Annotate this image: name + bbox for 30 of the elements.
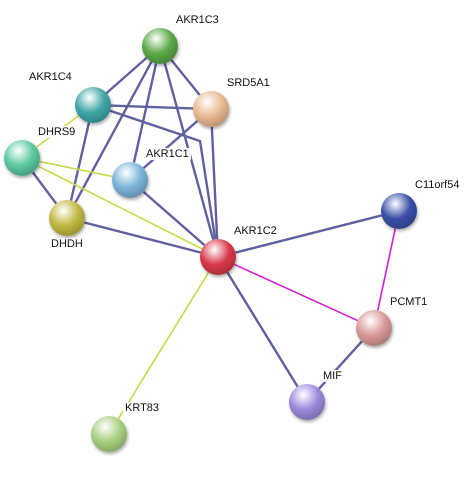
interaction-line xyxy=(32,172,58,204)
interaction-line xyxy=(164,63,214,240)
protein-label: DHRS9 xyxy=(36,126,78,138)
protein-label: AKR1C4 xyxy=(27,71,74,83)
protein-label: AKR1C3 xyxy=(174,14,221,26)
interaction-line xyxy=(170,59,201,96)
interaction-line xyxy=(84,221,201,254)
interaction-line xyxy=(226,272,299,388)
protein-label: SRD5A1 xyxy=(225,77,272,89)
interaction-line xyxy=(110,110,216,240)
interaction-line xyxy=(110,104,194,110)
protein-label: AKR1C1 xyxy=(144,148,191,160)
interaction-line xyxy=(74,61,152,203)
protein-label: KRT83 xyxy=(123,402,162,414)
interaction-line xyxy=(142,190,206,246)
interaction-line xyxy=(132,63,158,163)
interaction-line xyxy=(106,57,148,94)
protein-label: PCMT1 xyxy=(388,296,430,308)
protein-label: AKR1C2 xyxy=(232,225,279,237)
interaction-line xyxy=(118,272,210,420)
interaction-line xyxy=(38,165,202,250)
interaction-line xyxy=(234,264,358,322)
interaction-line xyxy=(235,214,382,254)
interaction-line xyxy=(210,126,218,240)
protein-label: MIF xyxy=(321,370,344,382)
interaction-line xyxy=(376,228,396,311)
interaction-line xyxy=(70,122,90,201)
protein-label: DHDH xyxy=(49,238,85,250)
interaction-line xyxy=(39,160,113,178)
protein-label: C11orf54 xyxy=(413,179,462,191)
